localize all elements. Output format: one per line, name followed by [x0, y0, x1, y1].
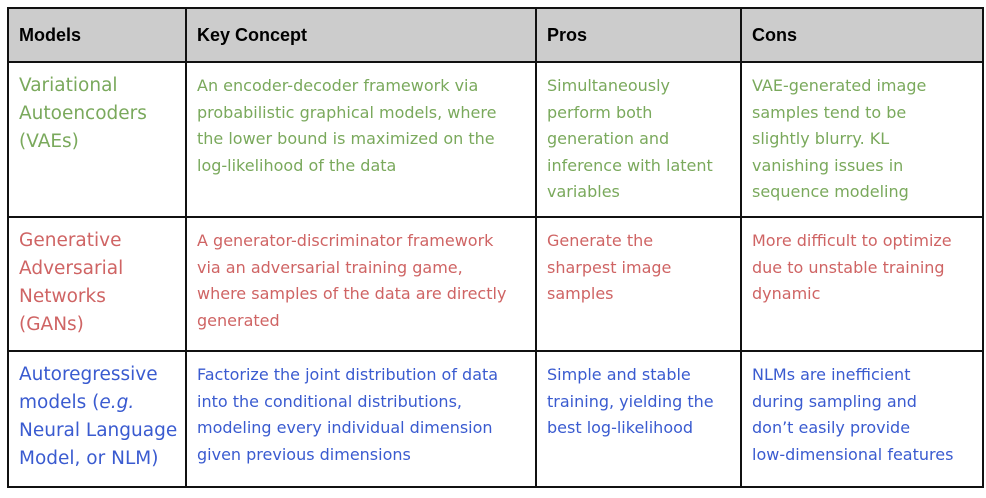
cell-line: A generator-discriminator framework	[197, 231, 494, 250]
cell-line: log-likelihood of the data	[197, 155, 397, 175]
cell-line: best log-likelihood	[547, 418, 694, 437]
cell-line: samples	[547, 284, 614, 303]
cell-line: due to unstable training	[752, 257, 945, 277]
table-row-vae: Variational Autoencoders (VAEs) An encod…	[7, 61, 984, 218]
model-cell: Variational Autoencoders (VAEs)	[7, 61, 187, 218]
cell-line: More difficult to optimize	[752, 231, 952, 250]
cell-line: Neural Language	[19, 420, 178, 441]
cell-line: given previous dimensions	[197, 444, 411, 464]
cell-line: Generate the	[547, 231, 654, 250]
header-models: Models	[7, 7, 187, 63]
cell-line: the lower bound is maximized on the	[197, 129, 495, 148]
model-cell: Generative Adversarial Networks (GANs)	[7, 216, 187, 352]
pros-cell: Generate the sharpest image samples	[535, 216, 742, 352]
cell-line: generated	[197, 310, 280, 330]
cell-line: don’t easily provide	[752, 418, 911, 437]
cons-cell: VAE-generated image samples tend to be s…	[740, 61, 984, 218]
cell-line: Factorize the joint distribution of data	[197, 365, 499, 384]
cell-line: inference with latent	[547, 155, 713, 175]
cell-line: Autoencoders	[19, 103, 147, 124]
cell-line: Simultaneously	[547, 76, 671, 95]
pros-cell: Simultaneously perform both generation a…	[535, 61, 742, 218]
cell-line: Generative	[19, 230, 122, 251]
cell-line: perform both	[547, 102, 653, 122]
cell-line: Variational	[19, 75, 118, 96]
header-key-concept: Key Concept	[185, 7, 537, 63]
table-row-nlm: Autoregressive models (e.g. Neural Langu…	[7, 350, 984, 488]
cell-line: An encoder-decoder framework via	[197, 76, 479, 95]
cons-cell: More difficult to optimize due to unstab…	[740, 216, 984, 352]
eg-italic: e.g.	[99, 392, 135, 413]
cell-text: models (	[19, 392, 100, 413]
cell-line: models (e.g.	[19, 389, 175, 417]
cell-line: where samples of the data are directly	[197, 284, 507, 303]
cons-cell: NLMs are inefficient during sampling and…	[740, 350, 984, 488]
cell-line: NLMs are inefficient	[752, 365, 911, 384]
cell-line: into the conditional distributions,	[197, 391, 462, 411]
concept-cell: A generator-discriminator framework via …	[185, 216, 537, 352]
cell-line: dynamic	[752, 284, 821, 303]
model-cell: Autoregressive models (e.g. Neural Langu…	[7, 350, 187, 488]
cell-line: probabilistic graphical models, where	[197, 102, 497, 122]
cell-line: vanishing issues in	[752, 155, 904, 175]
concept-cell: An encoder-decoder framework via probabi…	[185, 61, 537, 218]
cell-line: Networks	[19, 286, 106, 307]
cell-line: generation and	[547, 129, 670, 148]
header-row: Models Key Concept Pros Cons	[7, 7, 984, 63]
header-pros: Pros	[535, 7, 742, 63]
table-row-gan: Generative Adversarial Networks (GANs) A…	[7, 216, 984, 352]
pros-cell: Simple and stable training, yielding the…	[535, 350, 742, 488]
cell-line: slightly blurry. KL	[752, 129, 890, 148]
cell-line: during sampling and	[752, 391, 917, 411]
model-comparison-table: Models Key Concept Pros Cons Variational…	[7, 7, 984, 488]
cell-line: variables	[547, 182, 620, 201]
header-cons: Cons	[740, 7, 984, 63]
cell-line: sequence modeling	[752, 182, 909, 201]
cell-line: Simple and stable	[547, 365, 691, 384]
cell-line: Autoregressive	[19, 364, 158, 385]
cell-line: samples tend to be	[752, 102, 907, 122]
cell-line: sharpest image	[547, 257, 672, 277]
cell-line: via an adversarial training game,	[197, 257, 463, 277]
cell-line: low-dimensional features	[752, 444, 954, 464]
cell-line: VAE-generated image	[752, 76, 927, 95]
cell-line: (VAEs)	[19, 131, 79, 152]
cell-line: modeling every individual dimension	[197, 418, 493, 437]
concept-cell: Factorize the joint distribution of data…	[185, 350, 537, 488]
cell-line: Model, or NLM)	[19, 448, 159, 469]
cell-line: Adversarial	[19, 258, 124, 279]
cell-line: (GANs)	[19, 314, 84, 335]
cell-line: training, yielding the	[547, 391, 714, 411]
